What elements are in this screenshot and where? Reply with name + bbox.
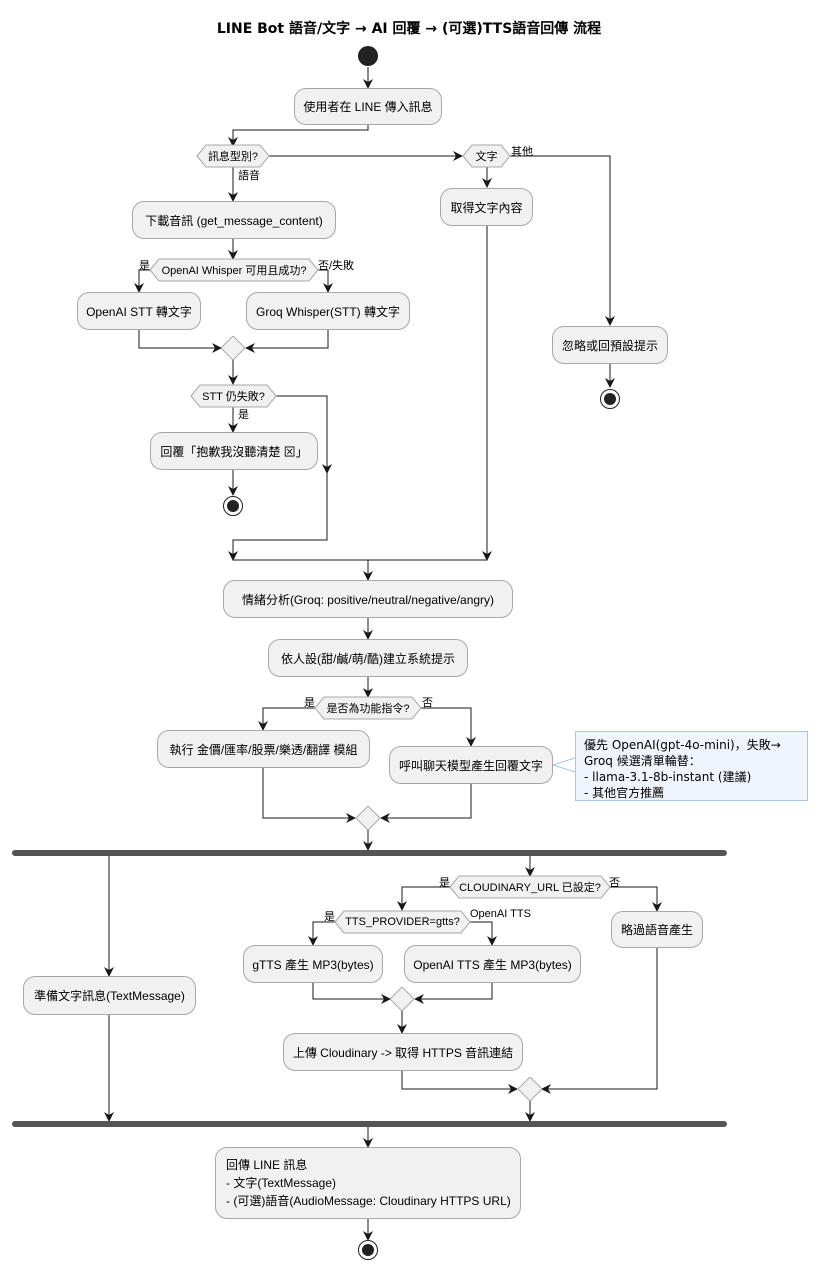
decision-label: STT 仍失敗? [202, 391, 265, 403]
merge-command [356, 806, 380, 830]
activity-reply-sorry: 回覆「抱歉我沒聽清楚 ⊠」 [150, 432, 318, 470]
edge [510, 155, 615, 326]
edge-label-other: 其他 [511, 146, 533, 158]
decision-label: OpenAI Whisper 可用且成功? [161, 265, 307, 277]
decision-label: 是否為功能指令? [326, 703, 410, 715]
activity-upload: 上傳 Cloudinary -> 取得 HTTPS 音訊連結 [283, 1033, 523, 1071]
edge [138, 330, 222, 353]
merge-tts [390, 987, 414, 1011]
edge [401, 1071, 518, 1094]
decision-cloudinary: CLOUDINARY_URL 已設定? [449, 875, 611, 899]
note-chat-model: 優先 OpenAI(gpt-4o-mini)，失敗→ Groq 候選清單輪替： … [575, 731, 808, 801]
decision-label: CLOUDINARY_URL 已設定? [459, 882, 601, 894]
final-reply-line: - (可選)語音(AudioMessage: Cloudinary HTTPS … [226, 1194, 511, 1208]
activity-sentiment: 情緒分析(Groq: positive/neutral/negative/ang… [223, 580, 513, 618]
note-connector [552, 757, 576, 773]
edge [610, 886, 662, 912]
edge [312, 982, 391, 1004]
decision-is-command: 是否為功能指令? [314, 696, 422, 720]
activity-get-text: 取得文字內容 [440, 188, 533, 226]
decision-stt-fail: STT 仍失敗? [190, 384, 277, 408]
activity-download-audio: 下載音訊 (get_message_content) [132, 201, 336, 239]
decision-label: 文字 [475, 151, 498, 163]
activity-prepare-text: 準備文字訊息(TextMessage) [23, 976, 196, 1015]
decision-tts-provider: TTS_PROVIDER=gtts? [334, 910, 471, 934]
edge [276, 395, 332, 474]
edge [228, 473, 328, 561]
activity-receive: 使用者在 LINE 傳入訊息 [294, 88, 442, 125]
edge-label-whisper-no: 否/失敗 [318, 260, 355, 272]
decision-is-text: 文字 [462, 144, 511, 168]
activity-persona: 依人設(甜/鹹/萌/酷)建立系統提示 [268, 639, 468, 677]
start-node [358, 46, 378, 66]
activity-call-chat: 呼叫聊天模型產生回覆文字 [389, 746, 553, 784]
decision-whisper: OpenAI Whisper 可用且成功? [149, 258, 319, 282]
decision-label: TTS_PROVIDER=gtts? [345, 916, 460, 928]
edge [245, 330, 329, 353]
edge [262, 767, 356, 823]
note-line: Groq 候選清單輪替： [584, 754, 701, 768]
edge-label-tts-openai: OpenAI TTS [470, 908, 531, 920]
activity-groq-stt: Groq Whisper(STT) 轉文字 [246, 292, 410, 330]
edge [308, 921, 335, 946]
final-reply-line: 回傳 LINE 訊息 [226, 1158, 308, 1172]
edge-label-whisper-yes: 是 [139, 260, 150, 272]
note-line: 優先 OpenAI(gpt-4o-mini)，失敗→ [584, 738, 781, 752]
edge-label-cloud-yes: 是 [439, 877, 450, 889]
final-reply-line: - 文字(TextMessage) [226, 1176, 337, 1190]
activity-ignore: 忽略或回預設提示 [552, 326, 668, 364]
activity-final-reply: 回傳 LINE 訊息 - 文字(TextMessage) - (可選)語音(Au… [215, 1147, 521, 1219]
note-line: - llama-3.1-8b-instant (建議) [584, 770, 752, 784]
edge [318, 269, 333, 293]
activity-gtts: gTTS 產生 MP3(bytes) [243, 945, 383, 983]
edge [420, 707, 476, 747]
note-line: - 其他官方推薦 [584, 786, 665, 800]
decision-label: 訊息型別? [207, 151, 259, 163]
activity-openai-stt: OpenAI STT 轉文字 [77, 292, 201, 330]
edge-label-tts-yes: 是 [324, 911, 335, 923]
activity-skip-tts: 略過語音產生 [611, 911, 703, 948]
edge-label-cmd-yes: 是 [304, 697, 315, 709]
activity-openai-tts: OpenAI TTS 產生 MP3(bytes) [404, 945, 581, 983]
end-node-stt [223, 496, 243, 516]
edge [228, 124, 369, 147]
edge-label-voice: 語音 [238, 170, 260, 182]
edge [541, 947, 658, 1094]
edge-label-cloud-no: 否 [609, 877, 620, 889]
edge [380, 783, 472, 823]
edge-label-cmd-no: 否 [422, 697, 433, 709]
end-node-ignore [600, 389, 620, 409]
merge-stt [221, 336, 245, 360]
edge [258, 707, 315, 731]
end-node-final [358, 1240, 378, 1260]
decision-msg-type: 訊息型別? [196, 144, 270, 168]
join-bar [12, 1121, 727, 1127]
edge [470, 921, 497, 946]
edge [414, 982, 493, 1004]
diagram-title: LINE Bot 語音/文字 → AI 回覆 → (可選)TTS語音回傳 流程 [216, 21, 602, 37]
edge [134, 269, 150, 293]
merge-audio [518, 1077, 542, 1101]
edge [397, 886, 450, 911]
edge-label-stt-fail-yes: 是 [238, 409, 249, 421]
activity-run-module: 執行 金價/匯率/股票/樂透/翻譯 模組 [157, 730, 370, 768]
fork-bar [12, 850, 727, 856]
